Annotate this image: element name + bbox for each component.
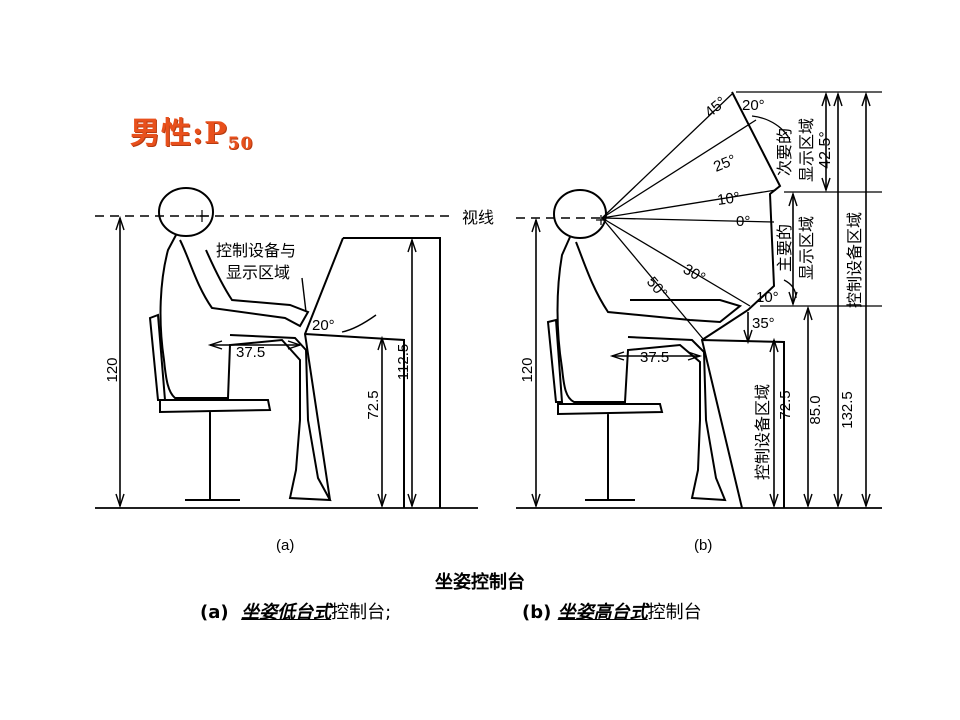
- fig-b-height-desk: 72.5: [777, 390, 794, 419]
- fig-b-angle-25: 25°: [711, 151, 738, 175]
- fig-b-angle-0: 0°: [736, 213, 750, 230]
- fig-a-label: (a): [276, 537, 294, 554]
- fig-a-height-top: 112.5: [395, 344, 412, 380]
- fig-b-control-zone-side: 控制设备区域: [846, 212, 864, 308]
- caption-main: 坐姿控制台: [435, 572, 525, 593]
- operator-head-b: [553, 189, 607, 239]
- sight-line-label: 视线: [462, 209, 494, 227]
- fig-b-height-85: 85.0: [807, 395, 824, 424]
- fig-b-depth: 37.5: [640, 349, 669, 366]
- chair-b: [546, 318, 664, 501]
- fig-b-height-total: 120: [519, 357, 536, 382]
- fig-b-angle-45: 45°: [702, 93, 730, 121]
- fig-a-callout-line2: 显示区域: [226, 264, 290, 282]
- fig-b-angle-30: 30°: [680, 261, 708, 287]
- fig-a-callout-line1: 控制设备与: [216, 242, 296, 260]
- figure-a: 控制设备与 显示区域 20° 37.5 120 72.5 112.5 (a): [95, 187, 478, 554]
- fig-b-angle-50: 50°: [643, 274, 671, 302]
- fig-b-control-zone-bottom: 控制设备区域: [754, 384, 772, 480]
- page-title: 男性:P50: [130, 116, 254, 154]
- console-b: [700, 91, 785, 509]
- fig-b-angle-35: 35°: [752, 315, 775, 332]
- fig-a-height-desk: 72.5: [365, 390, 382, 419]
- console-a: [303, 237, 441, 508]
- fig-a-height-total: 120: [104, 357, 121, 382]
- caption-a: (a) 坐姿低台式控制台;: [200, 602, 392, 623]
- operator-body: [159, 234, 332, 502]
- chair-a: [148, 313, 272, 501]
- fig-b-primary-zone-2: 显示区域: [798, 216, 816, 280]
- fig-b-angle-20: 20°: [742, 97, 765, 114]
- fig-b-secondary-zone-3: 42.5°: [817, 131, 834, 169]
- figure-b: 45° 20° 25° 10° 0° 30° 50° 10° 35° 次要的 显…: [516, 91, 882, 554]
- fig-a-depth: 37.5: [236, 344, 265, 361]
- fig-b-angle-10-bottom: 10°: [756, 289, 779, 306]
- operator-body-b: [556, 236, 743, 502]
- fig-b-height-132: 132.5: [839, 391, 856, 429]
- operator-head: [158, 187, 214, 237]
- fig-b-primary-zone-1: 主要的: [776, 224, 794, 272]
- caption-b: (b) 坐姿高台式控制台: [522, 602, 702, 623]
- fig-b-label: (b): [694, 537, 712, 554]
- fig-a-angle: 20°: [312, 317, 335, 334]
- fig-b-secondary-zone-2: 显示区域: [798, 118, 816, 182]
- fig-b-angle-10-top: 10°: [716, 189, 741, 209]
- fig-b-secondary-zone-1: 次要的: [776, 128, 794, 176]
